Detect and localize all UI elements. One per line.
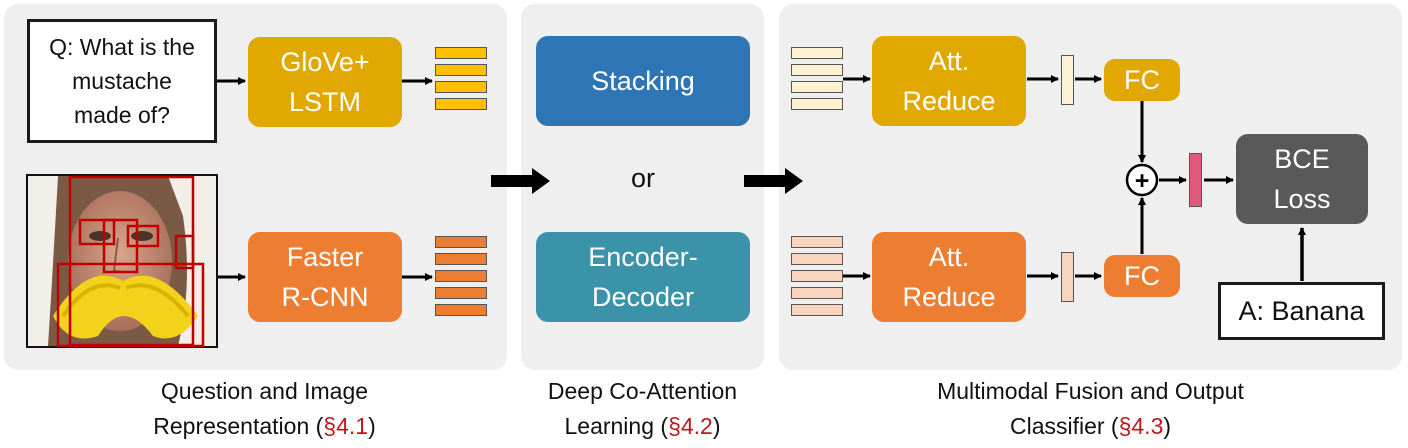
section-ref: §4.1 xyxy=(323,413,369,439)
feature-cell xyxy=(435,304,487,316)
caption-line1: Deep Co-Attention xyxy=(547,378,738,404)
feature-cell xyxy=(791,47,843,59)
caption-line2: Representation (§4.1) xyxy=(153,413,376,439)
text-feature-stack xyxy=(435,47,487,115)
feature-cell xyxy=(435,270,487,282)
reduced-text-vector xyxy=(1061,55,1074,105)
encoder-decoder-block: Encoder- Decoder xyxy=(536,232,750,322)
caption-line2: Learning (§4.2) xyxy=(564,413,721,439)
question-text: Q: What is the mustache made of? xyxy=(49,34,195,128)
input-image xyxy=(26,174,218,348)
fc-bottom-block: FC xyxy=(1104,255,1180,297)
answer-text: A: Banana xyxy=(1238,295,1365,326)
detection-boxes xyxy=(56,175,205,348)
caption-line1: Multimodal Fusion and Output xyxy=(937,378,1244,404)
feature-cell xyxy=(791,287,843,299)
caption-coattention: Deep Co-Attention Learning (§4.2) xyxy=(521,374,764,444)
question-box: Q: What is the mustache made of? xyxy=(27,19,217,143)
caption-representation: Question and Image Representation (§4.1) xyxy=(4,374,525,444)
caption-line2: Classifier (§4.3) xyxy=(1009,413,1172,439)
fc-top-block: FC xyxy=(1104,59,1180,101)
image-feature-stack xyxy=(435,236,487,321)
feature-cell xyxy=(791,81,843,93)
att-reduce-top-block: Att. Reduce xyxy=(872,36,1026,126)
feature-cell xyxy=(435,81,487,93)
attended-image-stack xyxy=(791,236,843,321)
feature-cell xyxy=(435,253,487,265)
section-ref: §4.3 xyxy=(1118,413,1164,439)
sum-node xyxy=(1125,163,1159,197)
feature-cell xyxy=(791,270,843,282)
feature-cell xyxy=(791,304,843,316)
feature-cell xyxy=(791,98,843,110)
bce-loss-block: BCE Loss xyxy=(1236,134,1368,224)
sum-symbol: + xyxy=(1135,167,1150,195)
stacking-block: Stacking xyxy=(536,36,750,126)
caption-fusion: Multimodal Fusion and Output Classifier … xyxy=(779,374,1402,444)
feature-cell xyxy=(435,47,487,59)
section-ref: §4.2 xyxy=(668,413,713,439)
feature-cell xyxy=(435,287,487,299)
feature-cell xyxy=(791,64,843,76)
feature-cell xyxy=(435,236,487,248)
face-photo xyxy=(28,176,216,346)
reduced-image-vector xyxy=(1061,252,1074,302)
faster-rcnn-block: Faster R-CNN xyxy=(248,232,402,322)
fused-vector xyxy=(1189,153,1202,207)
glove-lstm-block: GloVe+ LSTM xyxy=(248,37,402,127)
caption-line1: Question and Image xyxy=(160,378,369,404)
attended-text-stack xyxy=(791,47,843,115)
feature-cell xyxy=(791,253,843,265)
answer-box: A: Banana xyxy=(1218,282,1385,340)
feature-cell xyxy=(435,64,487,76)
or-label: or xyxy=(630,163,655,193)
att-reduce-bottom-block: Att. Reduce xyxy=(872,232,1026,322)
feature-cell xyxy=(791,236,843,248)
feature-cell xyxy=(435,98,487,110)
